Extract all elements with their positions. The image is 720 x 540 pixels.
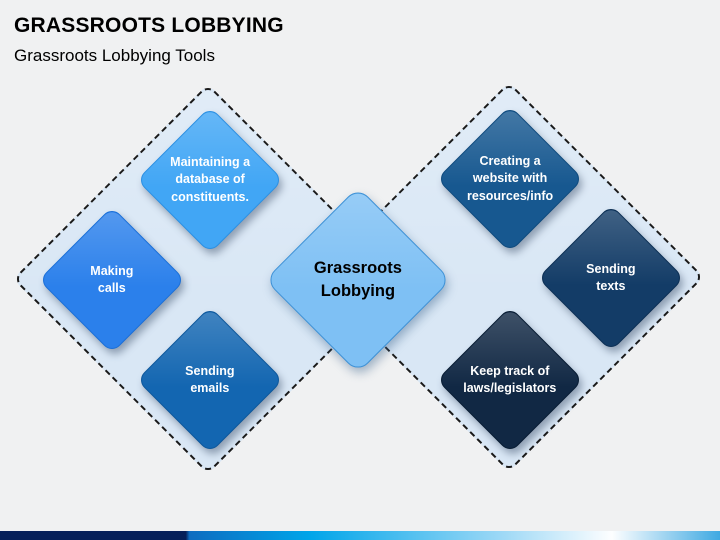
node-maintaining-database: Maintaining a database of constituents. [136, 106, 284, 254]
node-sending-emails: Sending emails [136, 306, 284, 454]
node-label: Creating a website with resources/info [466, 154, 554, 203]
node-label: Sending emails [185, 363, 235, 395]
node-creating-website: Creating a website with resources/info [436, 105, 584, 253]
node-keep-track-laws: Keep track of laws/legislators [436, 306, 584, 454]
node-keep-track-laws-shape: Keep track of laws/legislators [436, 306, 584, 454]
center-node-label: Grassroots Lobbying [313, 258, 403, 300]
footer-accent-bar [0, 531, 720, 540]
node-sending-texts: Sending texts [537, 204, 685, 352]
node-making-calls: Making calls [38, 206, 186, 354]
node-label: Maintaining a database of constituents. [170, 155, 250, 204]
node-center-grassroots-lobbying: Grassroots Lobbying [264, 186, 452, 374]
slide-subtitle: Grassroots Lobbying Tools [14, 46, 215, 65]
node-label: Keep track of laws/legislators [463, 363, 557, 395]
slide-title: GRASSROOTS LOBBYING [14, 14, 284, 37]
node-label: Sending texts [586, 261, 636, 293]
node-label: Making calls [90, 263, 134, 295]
node-center-shape: Grassroots Lobbying [264, 186, 452, 374]
node-sending-emails-shape: Sending emails [136, 306, 284, 454]
